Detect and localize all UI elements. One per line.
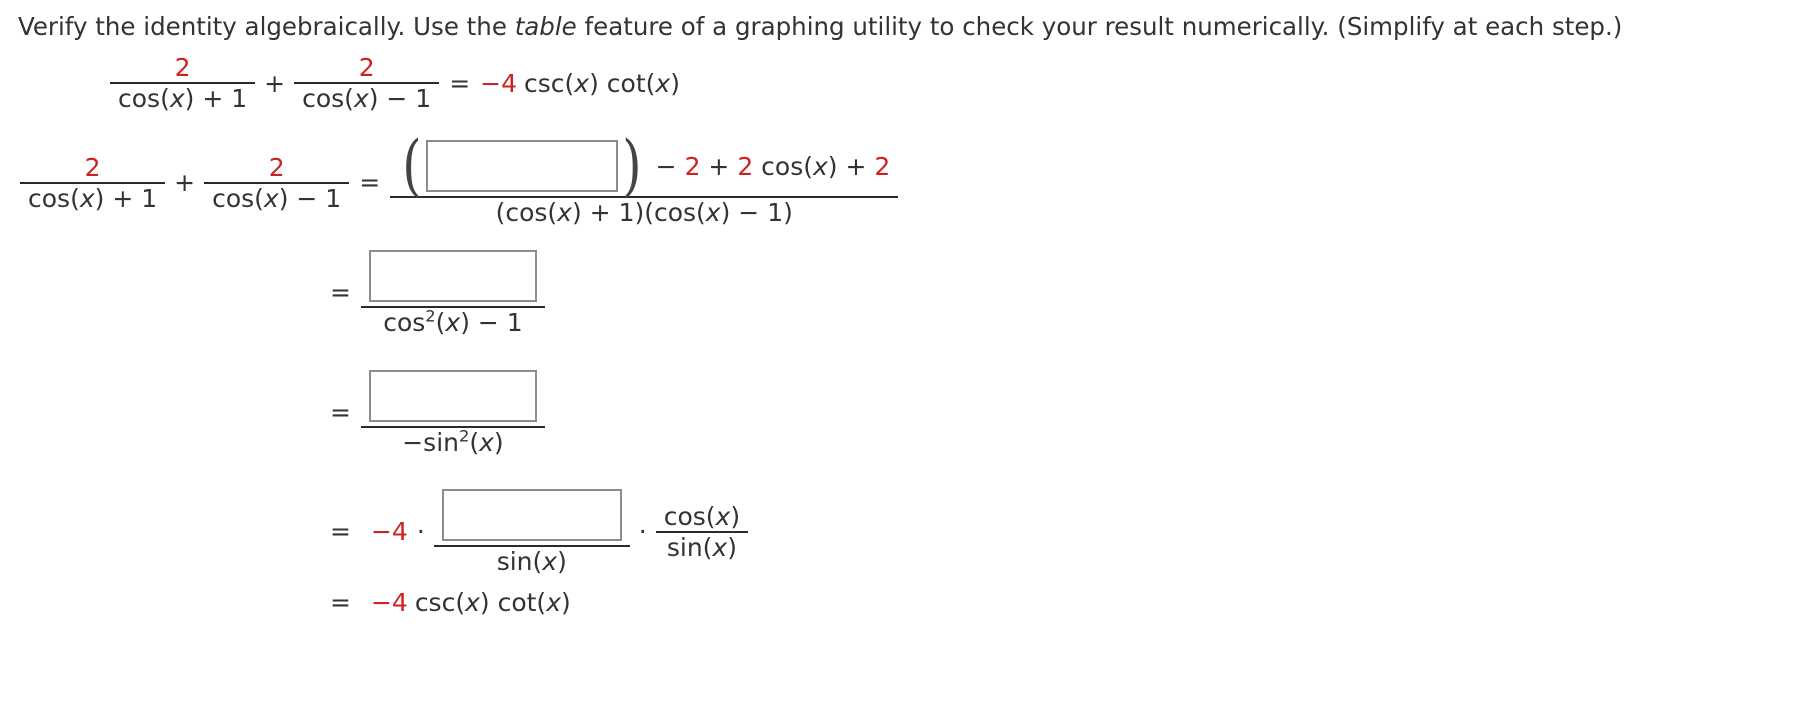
step-4-factor-numerator: cos(x) — [663, 501, 741, 531]
step-3-fraction: −sin2(x) — [360, 368, 545, 457]
step-4-numerator — [434, 487, 630, 545]
close-paren-glyph: ) — [622, 126, 642, 204]
identity-term-1-numerator: 2 — [174, 53, 191, 82]
step-4-equals-sign: = — [330, 517, 351, 546]
fraction-bar — [433, 545, 630, 547]
step-1-lhs-term-1-numerator: 2 — [84, 152, 101, 182]
step-1-numerator: ( ) − 2 + 2 cos(x) + 2 — [390, 126, 898, 204]
step-5-expression: csc(x) cot(x) — [414, 588, 571, 617]
step-1-row: 2 cos(x) + 1 + 2 cos(x) − 1 = ( ) − 2 + … — [20, 126, 899, 227]
identity-rhs-expression: csc(x) cot(x) — [524, 68, 680, 98]
step-1-equals-sign: = — [359, 168, 381, 197]
answer-input-3[interactable] — [368, 370, 537, 422]
step-5-equals-sign: = — [330, 588, 351, 617]
fraction-bar — [294, 82, 440, 84]
identity-plus-operator: + — [264, 68, 286, 98]
step-2-numerator — [361, 248, 545, 306]
step-2-row: = cos2(x) − 1 — [330, 248, 545, 337]
identity-term-2-numerator: 2 — [358, 53, 375, 82]
step-4-row: = −4 · sin(x) · cos(x) sin(x) — [330, 487, 749, 576]
step-1-lhs-term-2-denominator: cos(x) − 1 — [212, 183, 342, 213]
step-1-plus-operator: + — [174, 168, 196, 197]
step-4-factor-fraction: cos(x) sin(x) — [655, 501, 749, 562]
fraction-bar — [360, 426, 545, 428]
identity-term-1-denominator: cos(x) + 1 — [118, 84, 248, 113]
prompt-text-after: feature of a graphing utility to check y… — [576, 12, 1623, 41]
step-4-factor-denominator: sin(x) — [666, 532, 737, 562]
step-5-row: = −4 csc(x) cot(x) — [330, 590, 571, 615]
prompt-text-before: Verify the identity algebraically. Use t… — [18, 12, 515, 41]
fraction-bar — [655, 530, 749, 533]
step-2-equals-sign: = — [330, 278, 351, 307]
answer-input-4[interactable] — [441, 489, 622, 541]
open-paren-glyph: ( — [402, 126, 422, 204]
step-1-numerator-trailing: − 2 + 2 cos(x) + 2 — [655, 151, 891, 181]
step-1-lhs-term-1: 2 cos(x) + 1 — [20, 152, 166, 213]
fraction-bar — [110, 82, 256, 84]
step-1-lhs-term-1-denominator: cos(x) + 1 — [28, 183, 158, 213]
fraction-bar — [204, 181, 350, 184]
identity-term-2: 2 cos(x) − 1 — [294, 53, 440, 113]
step-4-coefficient: −4 — [370, 517, 408, 546]
step-1-lhs-term-2: 2 cos(x) − 1 — [204, 152, 350, 213]
identity-rhs-coefficient: −4 — [480, 68, 518, 98]
step-1-lhs-term-2-numerator: 2 — [268, 152, 285, 182]
step-1-fraction: ( ) − 2 + 2 cos(x) + 2 (cos(x) + 1)(cos(… — [390, 126, 899, 227]
step-3-denominator: −sin2(x) — [402, 426, 504, 457]
step-4-fraction: sin(x) — [433, 487, 630, 576]
step-4-multiply-operator-1: · — [416, 517, 425, 546]
step-4-multiply-operator-2: · — [638, 517, 647, 546]
answer-input-1[interactable] — [425, 140, 618, 192]
step-1-denominator: (cos(x) + 1)(cos(x) − 1) — [495, 198, 793, 227]
step-2-denominator: cos2(x) − 1 — [383, 306, 523, 337]
identity-term-2-denominator: cos(x) − 1 — [302, 84, 432, 113]
identity-equals-sign: = — [449, 68, 471, 98]
step-4-denominator: sin(x) — [496, 547, 567, 576]
identity-term-1: 2 cos(x) + 1 — [110, 53, 256, 113]
step-5-coefficient: −4 — [370, 588, 408, 617]
step-3-numerator — [361, 368, 545, 426]
given-identity: 2 cos(x) + 1 + 2 cos(x) − 1 = −4 csc(x) … — [110, 53, 680, 113]
step-2-fraction: cos2(x) − 1 — [360, 248, 545, 337]
prompt-italic-word: table — [514, 12, 577, 41]
fraction-bar — [360, 306, 545, 308]
fraction-bar — [20, 181, 166, 184]
answer-input-2[interactable] — [368, 250, 537, 302]
fraction-bar — [390, 196, 899, 198]
step-3-row: = −sin2(x) — [330, 368, 545, 457]
page-title: Verify the identity algebraically. Use t… — [18, 10, 1622, 44]
step-3-equals-sign: = — [330, 398, 351, 427]
